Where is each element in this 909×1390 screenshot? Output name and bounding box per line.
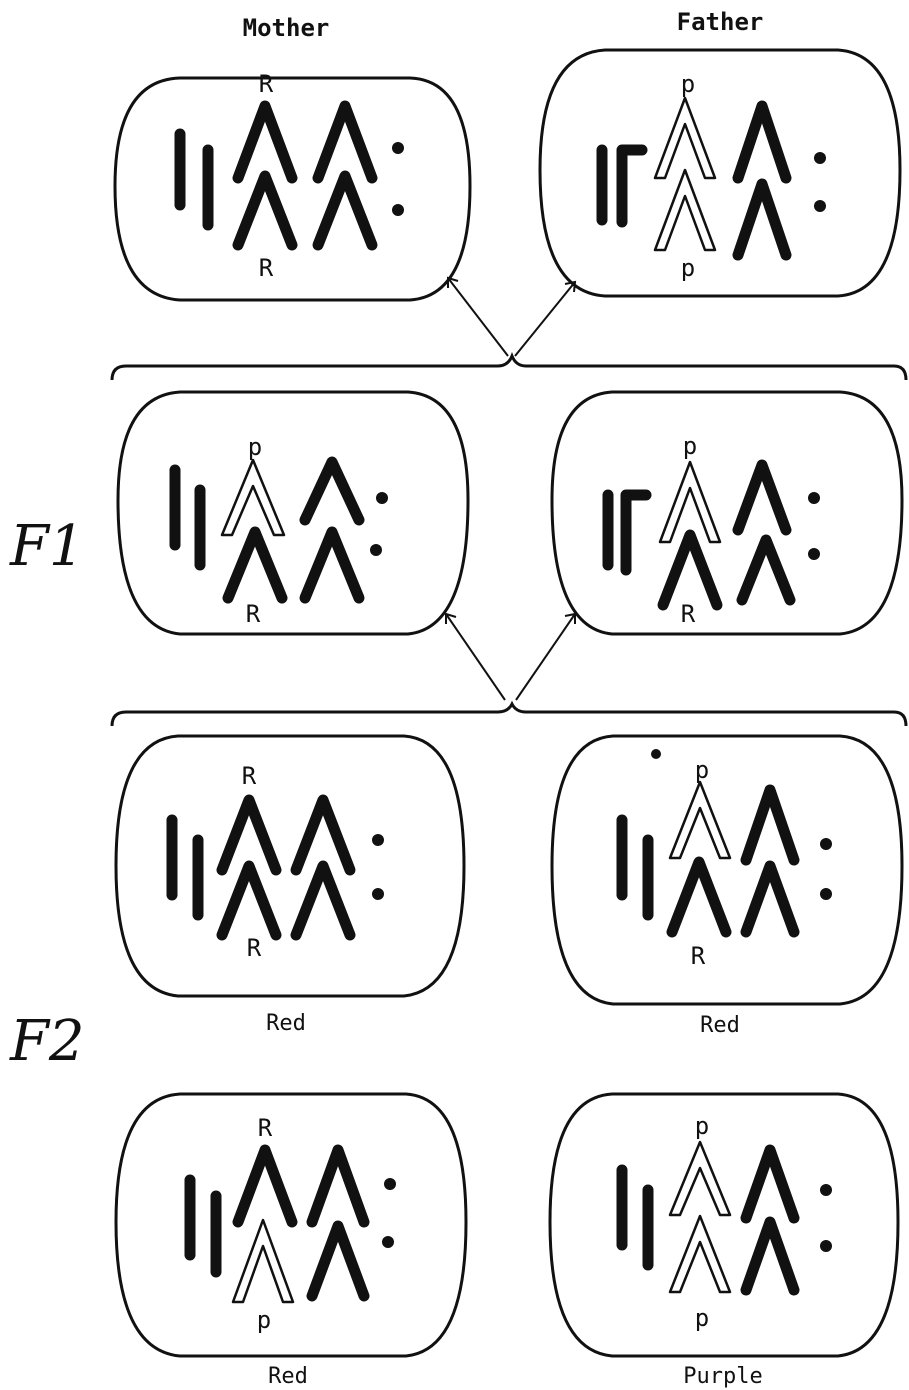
f2-b-phenotype: Red	[700, 1013, 740, 1038]
brace-f1	[110, 351, 908, 381]
f2-a-bottom-gene: R	[247, 934, 262, 962]
f2-c-top-gene: R	[258, 1114, 273, 1142]
f2-a-phenotype: Red	[266, 1011, 306, 1036]
f2-a-top-gene: R	[242, 762, 257, 790]
brace-f2	[110, 700, 908, 727]
f1-left-bottom-gene: R	[246, 600, 261, 628]
mother-top-gene: R	[259, 70, 274, 98]
f2-cell-b: p R	[550, 734, 904, 1006]
f2-d-top-gene: p	[695, 1112, 709, 1140]
f2-d-phenotype: Purple	[683, 1364, 762, 1389]
father-header: Father	[677, 8, 764, 36]
mother-bottom-gene: R	[259, 254, 274, 282]
f1-left-cell: p R	[116, 390, 470, 636]
f2-cell-a: R R	[114, 734, 466, 998]
father-top-gene: p	[681, 70, 695, 98]
f2-c-bottom-gene: p	[257, 1306, 271, 1334]
f2-b-bottom-gene: R	[691, 942, 706, 970]
f2-b-top-gene: p	[695, 756, 709, 784]
cross-arrows-f1	[445, 612, 576, 701]
f2-c-phenotype: Red	[268, 1364, 308, 1389]
mother-cell: R R	[113, 70, 472, 302]
f1-label: F1	[9, 514, 84, 579]
f2-d-bottom-gene: p	[695, 1304, 709, 1332]
f2-label: F2	[9, 1009, 84, 1074]
f1-right-bottom-gene: R	[681, 600, 696, 628]
f1-right-cell: p R	[550, 390, 904, 636]
father-cell: p p	[538, 48, 902, 298]
cross-arrows-parents	[447, 276, 577, 357]
father-bottom-gene: p	[681, 254, 695, 282]
f2-cell-c: R p	[114, 1092, 468, 1358]
f2-cell-d: p p	[548, 1092, 900, 1358]
f1-right-top-gene: p	[683, 432, 697, 460]
f1-left-top-gene: p	[248, 433, 262, 461]
mother-header: Mother	[243, 14, 330, 42]
